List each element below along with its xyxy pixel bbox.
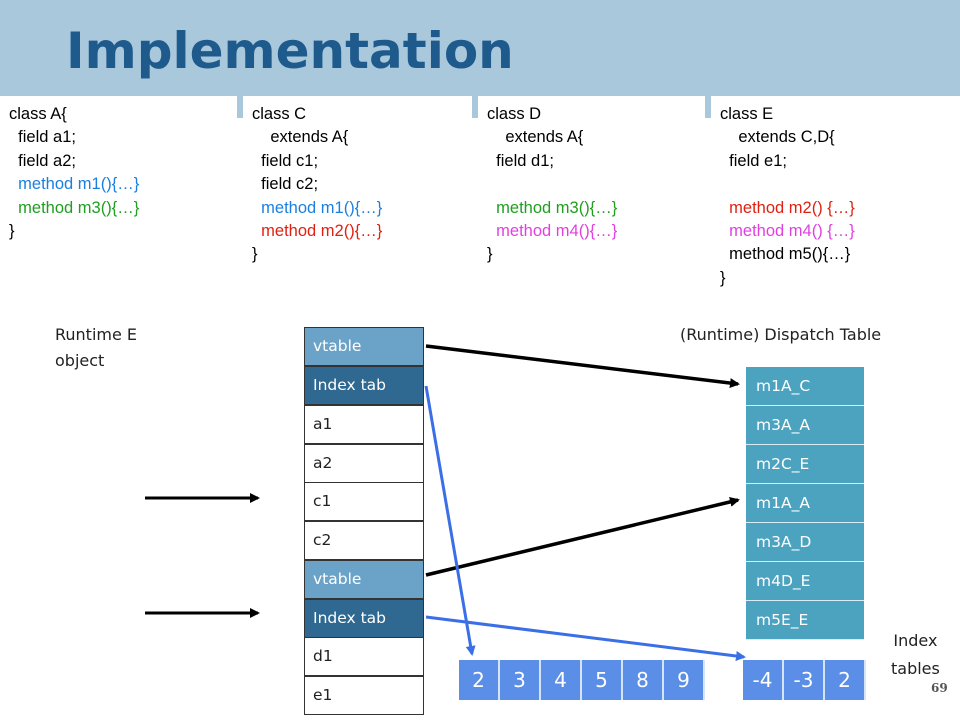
code-line: method m2(){…} <box>252 221 383 240</box>
index-entry: -4 <box>743 660 784 700</box>
field-cell: a2 <box>304 444 424 483</box>
dispatch-entry: m3A_A <box>746 406 864 445</box>
code-line: class C <box>252 105 307 123</box>
index-tab-cell: Index tab <box>304 599 424 638</box>
code-class-a: class A{ field a1; field a2; method m1()… <box>9 103 139 243</box>
index-entry: -3 <box>784 660 825 700</box>
code-line: field a2; <box>9 151 76 170</box>
page-number: 69 <box>931 681 948 695</box>
index-entry: 2 <box>459 660 500 700</box>
code-line: method m5(){…} <box>720 245 851 264</box>
code-line: } <box>720 268 726 287</box>
code-line: class E <box>720 105 774 123</box>
field-cell: d1 <box>304 637 424 676</box>
dispatch-entry: m3A_D <box>746 523 864 562</box>
dispatch-entry: m4D_E <box>746 562 864 601</box>
index-tab-cell: Index tab <box>304 366 424 405</box>
code-line: class A{ <box>9 105 67 123</box>
code-line: field e1; <box>720 151 787 170</box>
slide-title: Implementation <box>66 22 514 80</box>
index-entry: 8 <box>623 660 664 700</box>
field-cell: c1 <box>304 482 424 521</box>
header-divider <box>472 96 478 118</box>
dispatch-entry: m5E_E <box>746 601 864 640</box>
dispatch-table-label: (Runtime) Dispatch Table <box>680 325 882 344</box>
code-line: } <box>487 245 493 264</box>
code-line: field c2; <box>252 175 319 194</box>
vtable-arrow <box>425 497 740 577</box>
index-entry: 3 <box>500 660 541 700</box>
vtable-arrow <box>425 344 740 388</box>
code-line: class D <box>487 105 542 123</box>
code-class-c: class C extends A{ field c1; field c2; m… <box>252 103 382 267</box>
field-cell: c2 <box>304 521 424 560</box>
vtable-cell: vtable <box>304 560 424 599</box>
dispatch-entry: m1A_A <box>746 484 864 523</box>
code-line: extends C,D{ <box>720 128 835 147</box>
code-line: extends A{ <box>252 128 349 147</box>
code-line: method m4(){…} <box>487 221 618 240</box>
code-line: extends A{ <box>487 128 584 147</box>
code-line: method m4() {…} <box>720 221 855 240</box>
index-entry: 9 <box>664 660 705 700</box>
header-divider <box>237 96 243 118</box>
index-tables-label: Index tables <box>891 627 940 683</box>
index-tables-label-line: tables <box>891 659 940 678</box>
code-line: field c1; <box>252 151 319 170</box>
code-line: method m3(){…} <box>487 198 618 217</box>
index-entry: 2 <box>825 660 866 700</box>
index-entry: 4 <box>541 660 582 700</box>
header-band <box>0 0 960 96</box>
code-class-e: class E extends C,D{ field e1; method m2… <box>720 103 855 290</box>
code-line: method m1(){…} <box>252 198 383 217</box>
code-line: field d1; <box>487 151 554 170</box>
dispatch-entry: m1A_C <box>746 367 864 406</box>
code-line: method m3(){…} <box>9 198 140 217</box>
index-entry: 5 <box>582 660 623 700</box>
header-divider <box>705 96 711 118</box>
index-tables-label-line: Index <box>893 631 938 650</box>
vtable-cell: vtable <box>304 327 424 366</box>
runtime-object-label: Runtime E object <box>55 322 137 373</box>
code-line: } <box>9 221 15 240</box>
field-cell: e1 <box>304 676 424 715</box>
code-line: method m1(){…} <box>9 175 140 194</box>
index-arrow <box>425 615 746 661</box>
index-arrow <box>424 385 476 656</box>
runtime-object-label-line: object <box>55 350 105 370</box>
code-line: } <box>252 245 258 264</box>
dispatch-entry: m2C_E <box>746 445 864 484</box>
code-line: method m2() {…} <box>720 198 855 217</box>
code-class-d: class D extends A{ field d1; method m3()… <box>487 103 617 267</box>
runtime-object-label-line: Runtime E <box>55 325 138 344</box>
code-line: field a1; <box>9 128 76 147</box>
field-cell: a1 <box>304 405 424 444</box>
